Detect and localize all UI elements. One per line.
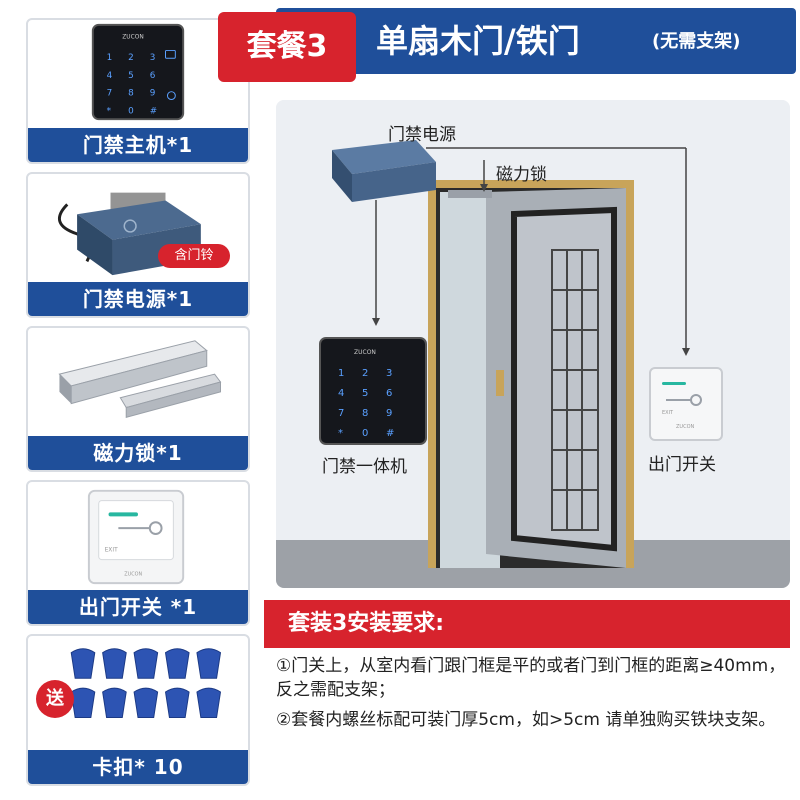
item-card-keypad[interactable]: ZUCON 1 2 3 4 5 6 7 8 9 * 0 # 门禁主机*1	[26, 18, 250, 164]
package-badge: 套餐3	[218, 12, 356, 82]
item-card-keyfobs[interactable]: 送 卡扣* 10	[26, 634, 250, 786]
item-card-power[interactable]: 含门铃 门禁电源*1	[26, 172, 250, 318]
wire-arrow-icons	[372, 184, 690, 356]
exit-brand: ZUCON	[124, 571, 142, 577]
magnetic-lock-image	[58, 340, 222, 418]
speaker-icon	[123, 219, 137, 233]
svg-text:*: *	[338, 428, 343, 439]
svg-text:9: 9	[150, 89, 156, 99]
door-grill	[551, 249, 599, 531]
item-label: 磁力锁*1	[28, 436, 248, 470]
maglock-label: 磁力锁	[496, 165, 547, 185]
item-card-maglock[interactable]: 磁力锁*1	[26, 326, 250, 472]
svg-text:#: #	[150, 106, 157, 116]
installation-scene: 1 2 3 4 5 6 7 8 9 * 0 # ZUCON EXIT ZUCON…	[276, 100, 790, 588]
door-handle-icon	[496, 370, 504, 396]
svg-text:9: 9	[386, 408, 392, 419]
exit-switch-label: 出门开关	[648, 455, 716, 475]
svg-text:3: 3	[386, 368, 392, 379]
card-reader-icon	[165, 49, 176, 59]
key-fobs-image	[70, 648, 222, 719]
doorbell-tag: 含门铃	[158, 244, 230, 268]
reader-label: 门禁一体机	[322, 457, 407, 477]
scene-exit-switch	[649, 367, 723, 441]
install-note: ②套餐内螺丝标配可装门厚5cm，如>5cm 请单独购买铁块支架。	[276, 710, 776, 730]
svg-text:5: 5	[128, 71, 134, 81]
svg-text:8: 8	[362, 408, 368, 419]
key-fob-icons	[70, 648, 222, 719]
item-card-exit-switch[interactable]: EXIT ZUCON 出门开关 *1	[26, 480, 250, 626]
scene-illustration: 1 2 3 4 5 6 7 8 9 * 0 # ZUCON EXIT ZUCON	[276, 100, 790, 588]
svg-text:4: 4	[338, 388, 344, 399]
svg-text:2: 2	[362, 368, 368, 379]
item-label: 卡扣* 10	[28, 750, 248, 784]
scene-reader-brand: ZUCON	[354, 349, 376, 356]
exit-switch-image: EXIT ZUCON	[87, 489, 185, 585]
scene-exit-brand: ZUCON	[676, 424, 695, 430]
keypad-keys: 1 2 3 4 5 6 7 8 9 * 0 #	[107, 53, 158, 116]
svg-text:2: 2	[128, 53, 134, 63]
gift-badge: 送	[36, 680, 74, 718]
install-title: 套装3安装要求:	[264, 600, 790, 648]
svg-text:4: 4	[107, 71, 113, 81]
header-title: 单扇木门/铁门	[376, 22, 580, 60]
svg-text:3: 3	[150, 53, 156, 63]
svg-text:6: 6	[150, 71, 156, 81]
scene-reader	[319, 337, 427, 445]
scene-key-icon	[666, 394, 702, 406]
svg-text:7: 7	[107, 89, 113, 99]
package-header: 单扇木门/铁门 (无需支架)	[276, 8, 796, 74]
svg-text:6: 6	[386, 388, 392, 399]
svg-text:0: 0	[128, 106, 134, 116]
key-icon	[118, 521, 163, 536]
svg-text:1: 1	[107, 53, 113, 63]
wiring	[375, 147, 687, 350]
maglock-on-door	[448, 190, 492, 198]
svg-text:0: 0	[362, 428, 368, 439]
svg-text:7: 7	[338, 408, 344, 419]
exit-text: EXIT	[105, 548, 118, 554]
install-note: ①门关上，从室内看门跟门框是平的或者门到门框的距离≥40mm，反之需配支架；	[276, 656, 786, 700]
scene-reader-keys: 1 2 3 4 5 6 7 8 9 * 0 #	[338, 368, 394, 439]
svg-text:1: 1	[338, 368, 344, 379]
scene-exit-text: EXIT	[662, 410, 674, 416]
install-notes: ①门关上，从室内看门跟门框是平的或者门到门框的距离≥40mm，反之需配支架； ②…	[276, 654, 790, 738]
item-label: 门禁主机*1	[28, 128, 248, 162]
keypad-brand: ZUCON	[122, 35, 143, 41]
header-subtitle: (无需支架)	[652, 31, 741, 52]
keypad-image: ZUCON 1 2 3 4 5 6 7 8 9 * 0 #	[91, 23, 185, 121]
svg-text:*: *	[107, 106, 112, 116]
svg-text:8: 8	[128, 89, 134, 99]
power-label: 门禁电源	[388, 125, 456, 145]
bell-icon	[166, 91, 176, 101]
svg-text:5: 5	[362, 388, 368, 399]
svg-text:#: #	[386, 428, 394, 439]
item-label: 门禁电源*1	[28, 282, 248, 316]
item-label: 出门开关 *1	[28, 590, 248, 624]
